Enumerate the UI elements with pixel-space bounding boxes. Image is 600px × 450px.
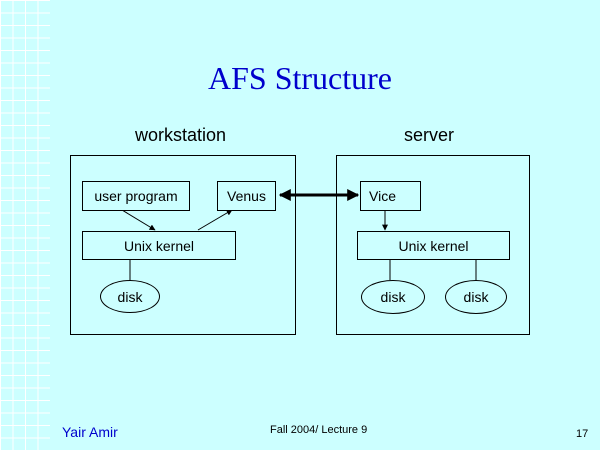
server-disk-2: disk [445, 280, 507, 314]
footer-course: Fall 2004/ Lecture 9 [270, 424, 368, 436]
vice-box: Vice [360, 181, 421, 211]
server-box [336, 155, 530, 335]
decorative-grid-strip [0, 0, 50, 450]
workstation-disk: disk [100, 280, 160, 313]
workstation-label: workstation [135, 125, 227, 145]
user-program-box: user program [82, 181, 190, 211]
server-unix-kernel-box: Unix kernel [357, 231, 510, 260]
server-label: server [404, 125, 455, 145]
server-disk-1: disk [361, 280, 425, 314]
footer-author: Yair Amir [62, 424, 118, 440]
slide-title: AFS Structure [208, 60, 392, 96]
footer-page-number: 17 [576, 428, 589, 440]
venus-box: Venus [217, 181, 276, 211]
workstation-box [70, 155, 296, 335]
workstation-unix-kernel-box: Unix kernel [82, 231, 236, 260]
